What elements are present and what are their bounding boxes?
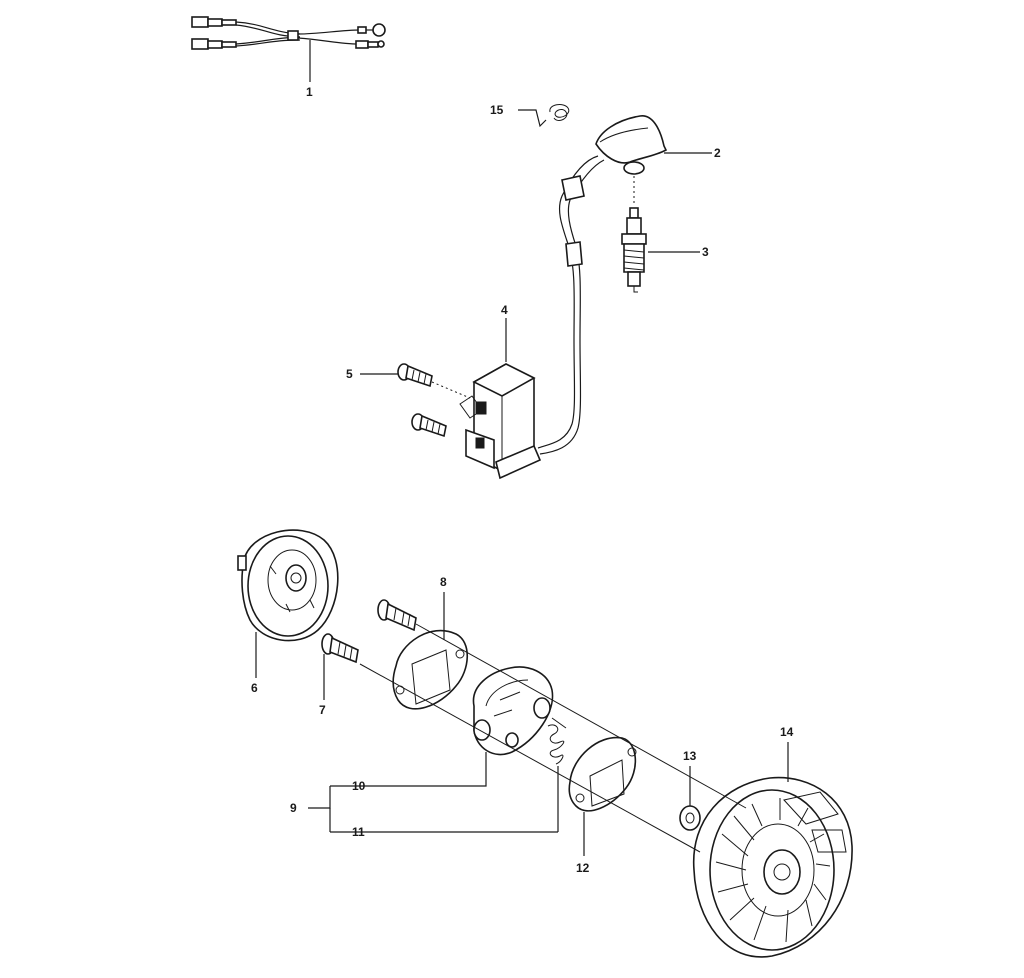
callout-7: 7 (319, 703, 326, 717)
part-13-nut (679, 766, 701, 831)
part-15-spring-clip (518, 104, 570, 128)
callout-12: 12 (576, 861, 590, 875)
callout-labels: 1 2 3 4 5 6 7 8 9 10 11 12 13 14 15 (251, 85, 794, 875)
callout-6: 6 (251, 681, 258, 695)
callout-9: 9 (290, 801, 297, 815)
callout-15: 15 (490, 103, 504, 117)
callout-13: 13 (683, 749, 697, 763)
callout-8: 8 (440, 575, 447, 589)
part-8-plate (392, 592, 468, 710)
part-12-plate (568, 736, 637, 856)
part-5-screws (360, 363, 471, 438)
callout-10: 10 (352, 779, 366, 793)
part-14-flywheel (692, 742, 853, 958)
part-6-drum-cover (237, 529, 339, 678)
callout-14: 14 (780, 725, 794, 739)
part-3-spark-plug (621, 207, 700, 293)
part-4-ignition-module (459, 318, 542, 480)
callout-5: 5 (346, 367, 353, 381)
callout-4: 4 (501, 303, 508, 317)
group-9-bracket (308, 786, 331, 832)
callout-11: 11 (352, 825, 365, 839)
ignition-lead (537, 155, 605, 455)
part-2-spark-plug-boot (595, 115, 712, 206)
part-11-spring (330, 724, 565, 833)
part-7-screws (321, 599, 417, 700)
callout-2: 2 (714, 146, 721, 160)
part-1-wire-harness (191, 16, 386, 82)
callout-3: 3 (702, 245, 709, 259)
axis-lines (359, 623, 747, 853)
callout-1: 1 (306, 85, 313, 99)
